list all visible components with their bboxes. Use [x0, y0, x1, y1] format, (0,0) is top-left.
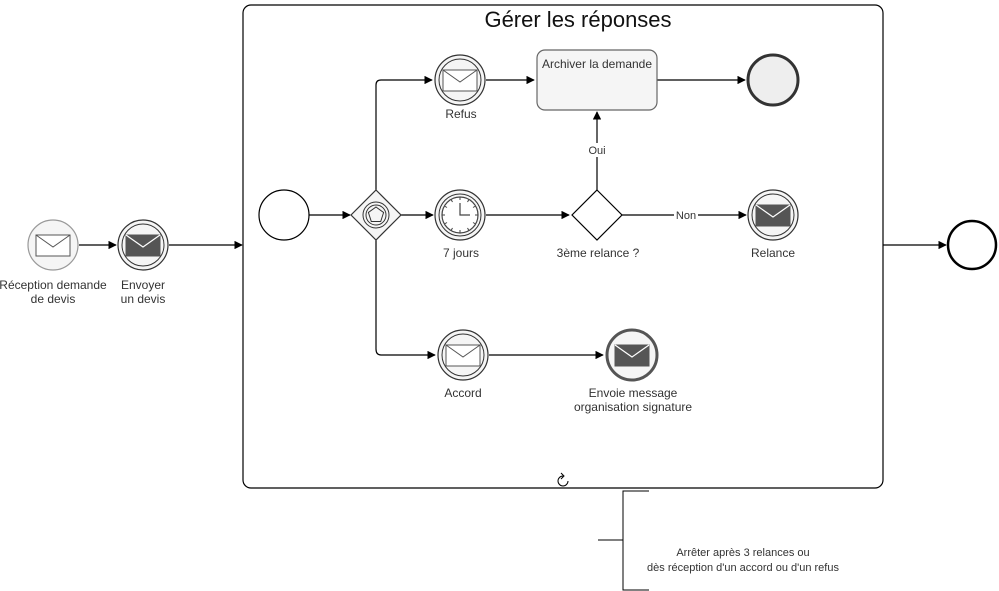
task-archiver-demande[interactable]: Archiver la demande	[536, 49, 658, 111]
edge-label-oui: Oui	[588, 145, 605, 157]
end-event-archive[interactable]	[746, 53, 800, 107]
loop-marker-icon	[557, 472, 569, 487]
start-event[interactable]	[258, 189, 310, 241]
event-reception-demande[interactable]	[27, 219, 79, 271]
label-3eme-relance: 3ème relance ?	[557, 246, 640, 260]
label-envoie-line1: Envoie message	[589, 386, 678, 400]
edge-gateway-to-accord	[375, 240, 436, 360]
envelope-icon	[35, 234, 71, 257]
text-annotation: Arrêter après 3 relances ou dès réceptio…	[598, 490, 839, 591]
pentagon-icon	[367, 206, 385, 222]
envelope-filled-icon	[614, 344, 650, 367]
subprocess-gerer-les-reponses[interactable]: Gérer les réponses	[242, 4, 884, 489]
label-7-jours: 7 jours	[443, 246, 479, 260]
edge-gateway-to-refus	[375, 75, 433, 190]
label-accord: Accord	[444, 386, 481, 400]
end-event-envoie-message[interactable]	[605, 328, 659, 382]
envelope-filled-icon	[755, 204, 791, 227]
label-refus: Refus	[445, 107, 476, 121]
annotation-line2: dès réception d'un accord ou d'un refus	[647, 562, 839, 574]
event-7-jours[interactable]	[434, 189, 486, 241]
label-envoyer-line2: un devis	[121, 292, 166, 306]
event-based-gateway[interactable]	[350, 189, 402, 241]
envelope-filled-icon	[125, 234, 161, 257]
task-label-archiver: Archiver la demande	[542, 57, 652, 71]
label-reception-line2: de devis	[31, 292, 76, 306]
edges	[79, 75, 947, 360]
edge-label-non: Non	[676, 210, 696, 222]
subprocess-title: Gérer les réponses	[484, 7, 671, 32]
event-envoyer-devis[interactable]	[117, 219, 169, 271]
event-refus[interactable]	[434, 54, 486, 106]
end-event-final[interactable]	[946, 219, 998, 271]
event-accord[interactable]	[437, 329, 489, 381]
clock-icon	[441, 196, 479, 234]
label-relance: Relance	[751, 246, 795, 260]
envelope-icon	[442, 69, 478, 92]
label-envoyer-line1: Envoyer	[121, 278, 165, 292]
label-envoie-line2: organisation signature	[574, 400, 692, 414]
envelope-icon	[445, 344, 481, 367]
exclusive-gateway-3eme-relance[interactable]	[571, 189, 623, 241]
event-relance[interactable]	[747, 189, 799, 241]
label-reception-line1: Réception demande	[0, 278, 107, 292]
annotation-line1: Arrêter après 3 relances ou	[676, 547, 809, 559]
